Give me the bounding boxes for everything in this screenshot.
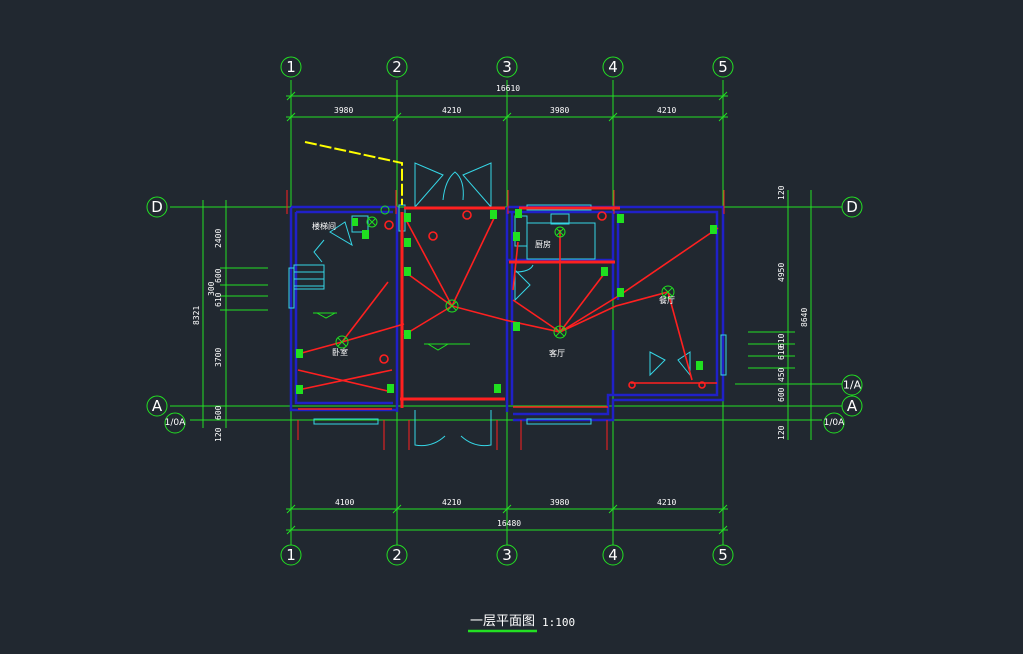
room-bedroom: 卧室: [332, 347, 348, 357]
dim-left-4: 600: [214, 268, 223, 283]
dim-bottom-total: 16480: [497, 519, 521, 528]
dim-left-3: 610: [214, 292, 223, 307]
dim-bottom-2: 4210: [442, 498, 461, 507]
axis-right-10a: 1/0A: [824, 418, 845, 428]
dim-top-2: 4210: [442, 106, 461, 115]
dim-top-total: 16610: [496, 84, 520, 93]
axis-top-2: 2: [392, 58, 402, 76]
dim-top-4: 4210: [657, 106, 676, 115]
leader-line: [304, 141, 403, 205]
axis-top-1: 1: [286, 58, 296, 76]
bottom-dimensions: 4100 4210 3980 4210 16480: [286, 498, 728, 535]
dim-right-6: 600: [777, 387, 786, 402]
dim-left-6: 600: [214, 405, 223, 420]
dim-right-4: 610: [777, 345, 786, 360]
axis-bottom-4: 4: [608, 546, 618, 564]
dim-top-1: 3980: [334, 106, 353, 115]
dim-right-1: 120: [777, 185, 786, 200]
room-stair: 楼梯间: [312, 221, 336, 231]
axis-bubbles: 1 2 3 4 5 1 2 3 4 5 D A 1/0A D 1/A A 1/0…: [146, 56, 863, 566]
room-living: 客厅: [549, 348, 565, 358]
switches: [296, 209, 717, 394]
room-dining: 餐厅: [659, 296, 675, 305]
axis-bottom-1: 1: [286, 546, 296, 564]
dim-bottom-1: 4100: [335, 498, 354, 507]
right-dimensions: 120 4950 8640 610 610 450 600 120: [748, 185, 812, 440]
dim-right-7: 120: [777, 425, 786, 440]
axis-right-1a: 1/A: [843, 379, 862, 392]
dim-right-total: 8640: [800, 308, 809, 327]
outlets: [379, 210, 706, 389]
dim-right-2: 4950: [777, 263, 786, 282]
light-fixtures: [335, 205, 675, 349]
dim-bottom-4: 4210: [657, 498, 676, 507]
room-kitchen: 厨房: [535, 239, 551, 249]
axis-left-d: D: [151, 198, 163, 216]
dim-left-total: 8321: [192, 306, 201, 325]
dim-right-3: 610: [777, 333, 786, 348]
axis-bottom-5: 5: [718, 546, 728, 564]
axis-right-a: A: [847, 397, 858, 415]
wiring: [297, 206, 719, 410]
dim-top-3: 3980: [550, 106, 569, 115]
drawing-title: 一层平面图: [470, 614, 535, 629]
fixtures: [288, 162, 727, 447]
dim-left-5: 3700: [214, 348, 223, 367]
dim-left-2: 300: [207, 281, 216, 296]
dim-left-7: 120: [214, 427, 223, 442]
left-dimensions: 8321 2400 300 610 600 3700 600 120: [192, 200, 268, 442]
markers: [286, 190, 725, 450]
dim-bottom-3: 3980: [550, 498, 569, 507]
axis-top-4: 4: [608, 58, 618, 76]
walls: [289, 205, 725, 422]
axis-bottom-2: 2: [392, 546, 402, 564]
dim-right-5: 450: [777, 367, 786, 382]
axis-right-d: D: [846, 198, 858, 216]
drawing-scale: 1:100: [542, 616, 575, 629]
dim-left-1: 2400: [214, 229, 223, 248]
top-dimensions: 16610 3980 4210 3980 4210: [286, 84, 728, 122]
axis-bottom-3: 3: [502, 546, 512, 564]
axis-left-a: A: [152, 397, 163, 415]
drawing-title-block: 一层平面图 1:100: [468, 614, 575, 633]
axis-top-5: 5: [718, 58, 728, 76]
axis-top-3: 3: [502, 58, 512, 76]
axis-left-10a: 1/0A: [165, 418, 186, 428]
room-labels: 楼梯间 厨房 卧室 客厅 餐厅: [312, 221, 675, 358]
